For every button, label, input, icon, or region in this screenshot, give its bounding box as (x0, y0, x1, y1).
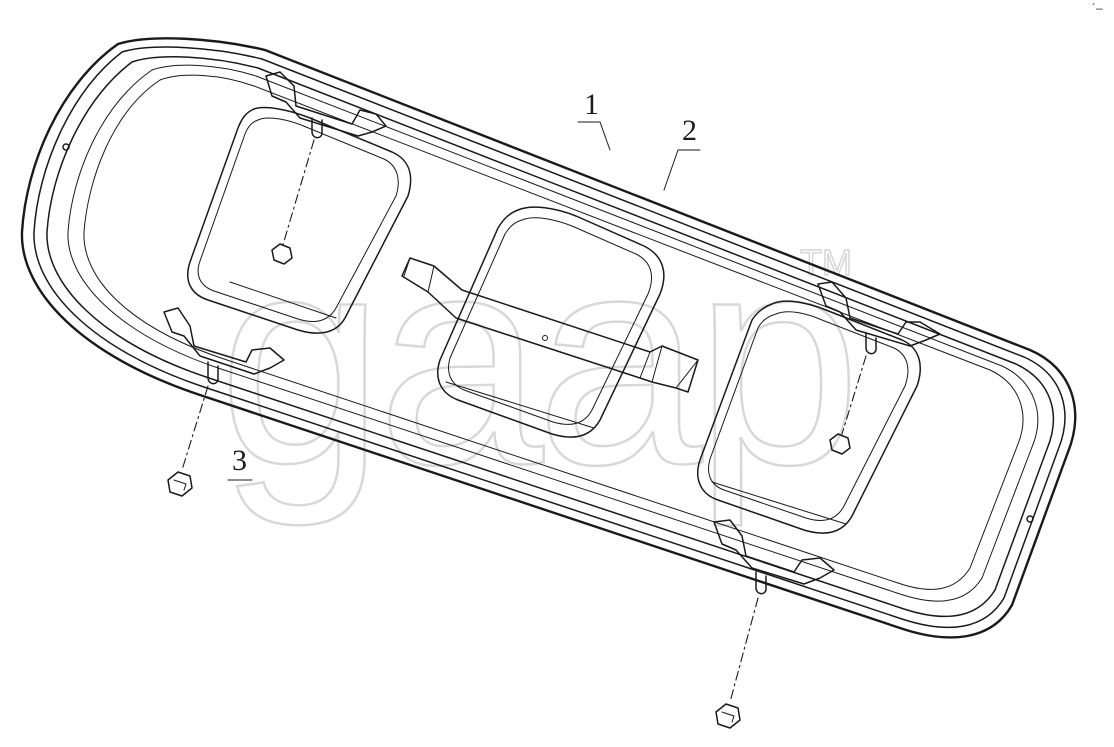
pocket-right (697, 300, 921, 534)
clip-top-left (265, 71, 387, 139)
frame-inner-edge-2 (83, 74, 1024, 590)
callout-1: 1 (584, 88, 599, 121)
watermark-logo: gaap TM (217, 190, 863, 530)
centerline-top-right (841, 355, 867, 435)
loose-nut-left (167, 471, 193, 497)
clip-bottom-right-pin (755, 571, 767, 595)
pocket-left-lip (229, 281, 337, 319)
clip-top-right-body (817, 281, 941, 347)
clip-bottom-right-body (713, 519, 835, 585)
pocket-center-inner (448, 217, 652, 425)
clip-top-right (817, 281, 941, 355)
pocket-left-outer (187, 106, 412, 334)
clip-top-left-body (265, 71, 387, 137)
pocket-right-outer (697, 300, 921, 534)
panel-frame (20, 37, 1077, 639)
clip-top-left-pin (311, 117, 323, 139)
callout-3: 3 (232, 444, 247, 477)
pocket-right-inner (708, 311, 909, 521)
pocket-center-lip (445, 381, 595, 429)
clip-top-right-pin (865, 333, 877, 355)
centerline-bottom-right (729, 597, 759, 703)
bracket-hole (542, 335, 548, 341)
rivet-right (1026, 515, 1034, 523)
loose-nut-bottom (715, 703, 741, 729)
bracket-folds (403, 257, 699, 389)
pocket-center (437, 206, 665, 438)
center-bracket (401, 257, 699, 393)
centerline-bottom-left (181, 385, 209, 471)
clip-bottom-left (163, 307, 285, 385)
corner-mark: ´– (1092, 1, 1103, 15)
watermark-text: gaap (218, 191, 853, 529)
panel-nut-right (829, 433, 851, 455)
bracket-outline (401, 257, 699, 393)
leader-lines (227, 121, 701, 481)
frame-edge-3 (46, 56, 1055, 618)
center-lines (181, 139, 867, 703)
clip-bottom-left-pin (207, 361, 219, 385)
frame-inner-edge (67, 64, 1039, 602)
pocket-center-outer (437, 206, 665, 438)
pocket-left (187, 106, 412, 334)
callout-2: 2 (682, 114, 697, 147)
clip-bottom-right (713, 519, 835, 595)
leader-1 (577, 121, 611, 151)
frame-outer-edge (20, 37, 1077, 639)
pocket-right-lip (711, 481, 847, 525)
centerline-top-left (281, 139, 315, 249)
frame-edge-2 (33, 46, 1066, 629)
panel-nut-left (271, 243, 293, 265)
pocket-left-inner (197, 117, 399, 322)
leader-2 (663, 149, 701, 191)
clip-bottom-left-body (163, 307, 285, 375)
rivet-left (62, 143, 70, 151)
